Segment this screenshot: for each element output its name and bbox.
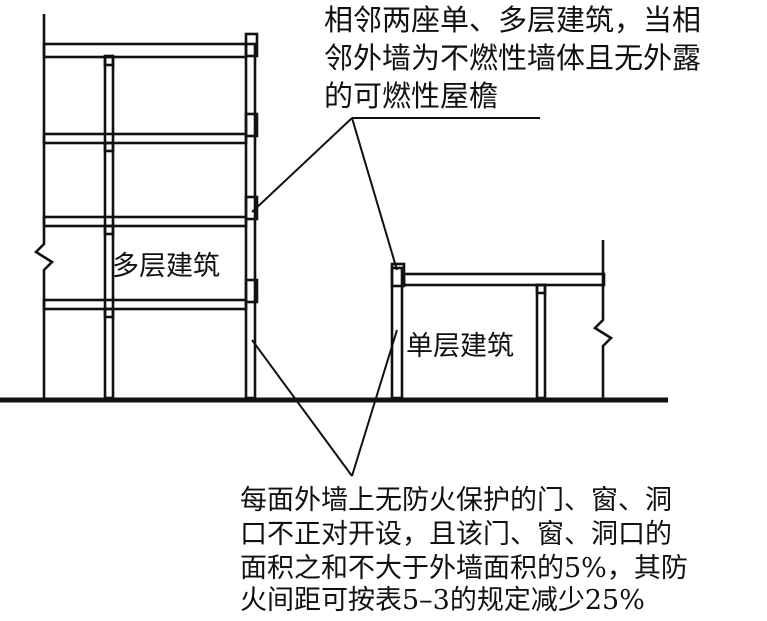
bottom-note-line-1: 每面外墙上无防火保护的门、窗、洞	[240, 485, 672, 516]
single-storey-building	[390, 240, 614, 400]
wall-thickening-3	[244, 112, 259, 138]
top-note-line-3: 的可燃性屋檐	[324, 79, 498, 113]
single-storey-roof-slab	[402, 272, 606, 287]
multi-storey-label: 多层建筑	[112, 251, 220, 282]
bottom-leader-to-multi	[251, 339, 353, 477]
floor-slab-1	[42, 298, 248, 311]
bottom-note-line-2: 口不正对开设，且该门、窗、洞口的	[240, 519, 672, 550]
multi-storey-left-wall	[33, 14, 55, 398]
single-storey-label: 单层建筑	[406, 331, 514, 362]
top-leader-to-multi	[251, 117, 353, 213]
top-leader-to-single	[351, 117, 398, 271]
top-note-line-1: 相邻两座单、多层建筑，当相	[324, 3, 701, 37]
beam-roof-left	[103, 55, 115, 67]
bottom-leader-to-single	[351, 329, 398, 477]
beam-2-left	[103, 224, 115, 236]
top-annotation: 相邻两座单、多层建筑，当相 邻外墙为不燃性墙体且无外露 的可燃性屋檐	[324, 3, 701, 113]
beam-3-left	[103, 141, 115, 153]
single-storey-right-wall	[592, 240, 614, 398]
multi-storey-building	[33, 14, 259, 400]
multi-storey-right-wall	[244, 42, 257, 400]
wall-thickening-1	[244, 278, 259, 304]
bottom-note-line-3: 面积之和不大于外墙面积的5%，其防	[240, 553, 688, 584]
roof-parapet	[244, 32, 259, 58]
leader-lines	[251, 117, 540, 477]
floor-slab-3	[42, 132, 248, 145]
roof-slab	[42, 42, 248, 59]
single-storey-column	[535, 283, 547, 400]
bottom-annotation: 每面外墙上无防火保护的门、窗、洞 口不正对开设，且该门、窗、洞口的 面积之和不大…	[240, 485, 688, 616]
single-storey-beam	[535, 283, 547, 295]
beam-1-left	[103, 307, 115, 319]
top-note-line-2: 邻外墙为不燃性墙体且无外露	[324, 41, 701, 75]
bottom-note-line-4: 火间距可按表5–3的规定减少25%	[240, 585, 645, 616]
floor-slab-2	[42, 215, 248, 228]
